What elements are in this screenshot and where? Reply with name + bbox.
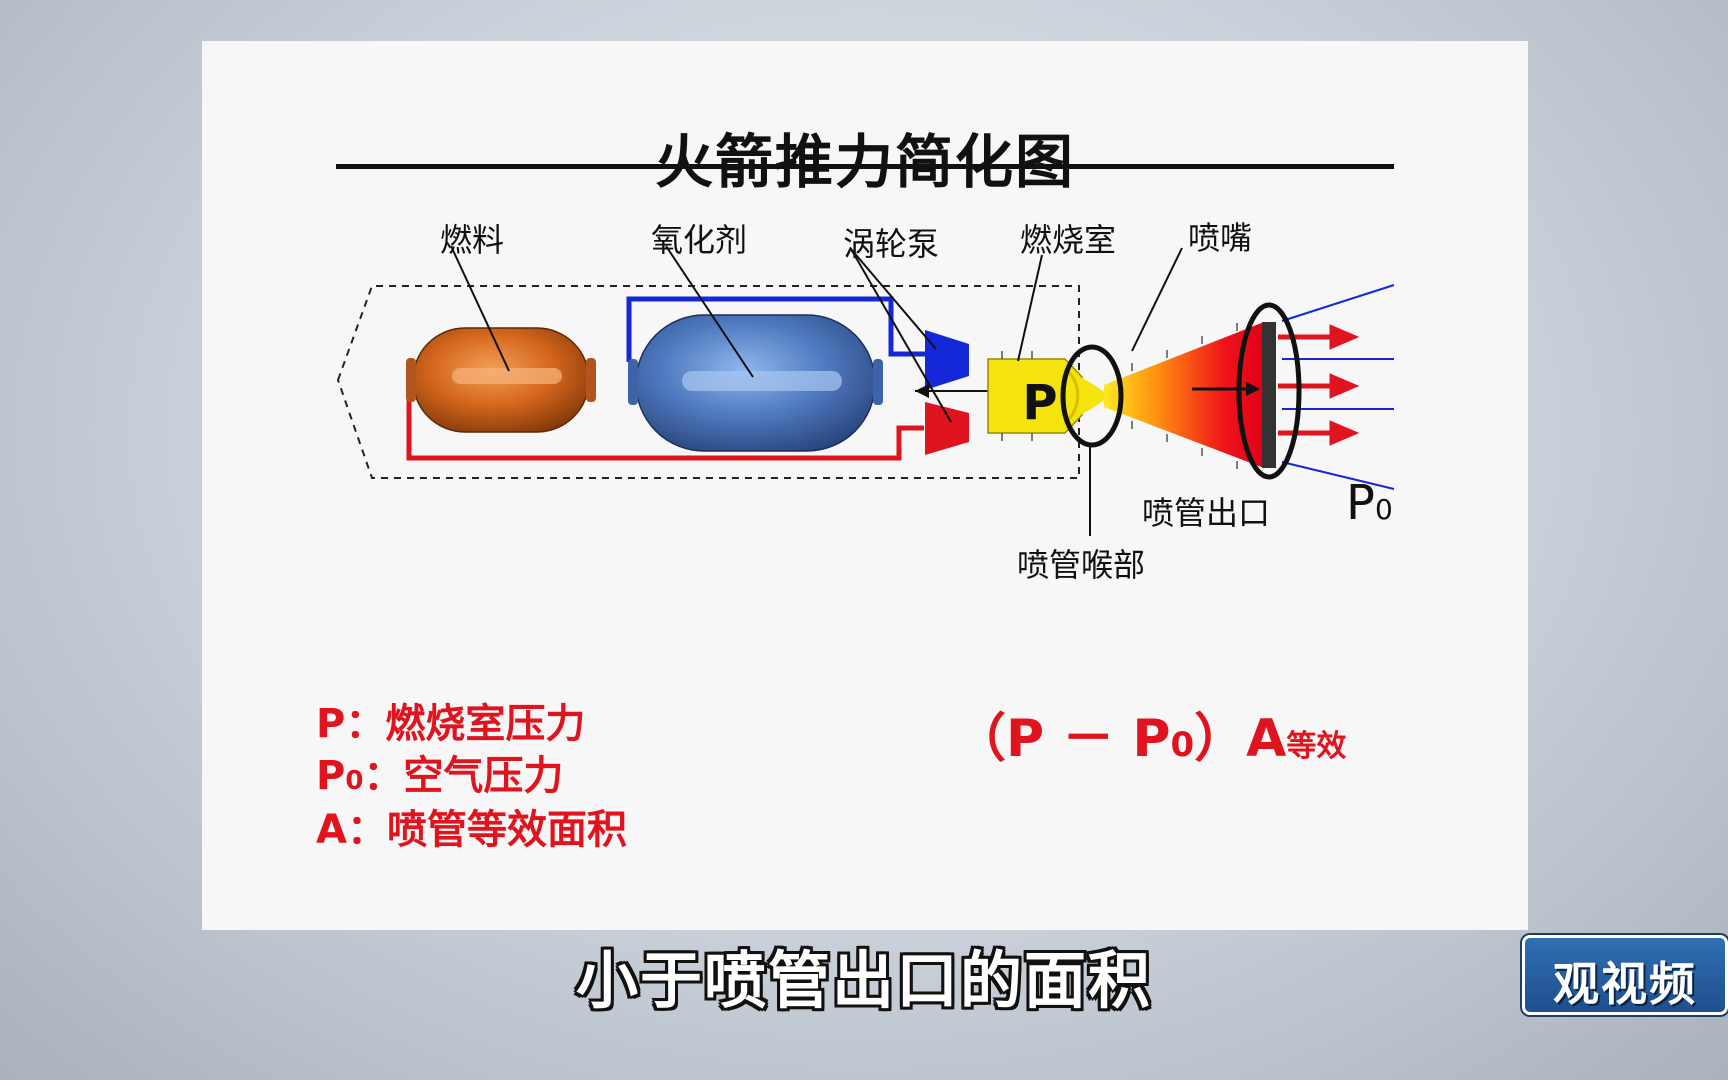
- nozzle-throat-label: 喷管喉部: [1017, 546, 1146, 584]
- nozzle-flame: [1104, 322, 1264, 468]
- channel-logo-text: 观视频: [1553, 957, 1697, 1011]
- nozzle-ticks: [1001, 323, 1238, 469]
- fuel-tank: [406, 327, 596, 433]
- diagram-title: 火箭推力简化图: [654, 128, 1075, 196]
- fuel-label: 燃料: [440, 221, 505, 259]
- ambient-pressure-label: P0: [1346, 475, 1393, 531]
- channel-logo: 观视频: [1522, 935, 1728, 1015]
- nozzle-exit-plate: [1262, 322, 1276, 468]
- oxidizer-tank: [628, 314, 883, 452]
- oxidizer-line: [626, 296, 928, 362]
- leader-lines: [450, 245, 1183, 536]
- nozzle-label: 喷嘴: [1188, 219, 1253, 257]
- legend-row-chamber-pressure: P：燃烧室压力: [316, 701, 586, 747]
- legend-row-ambient-pressure: P0：空气压力: [316, 753, 564, 799]
- oxidizer-label: 氧化剂: [651, 221, 748, 259]
- combustion-chamber: [987, 358, 1083, 434]
- video-subtitle: 小于喷管出口的面积: [575, 944, 1152, 1017]
- fuel-line: [406, 385, 924, 461]
- throat-highlight-circle: [1060, 344, 1124, 448]
- turbopump-blue: [925, 330, 969, 390]
- thrust-formula: （P － P0）A等效: [954, 709, 1347, 769]
- exhaust-arrows: [1278, 324, 1360, 446]
- rocket-diagram: P: [336, 245, 1395, 536]
- turbopump-red: [925, 402, 969, 455]
- slide: 火箭推力简化图: [202, 41, 1528, 930]
- chamber-pressure-symbol: P: [1022, 375, 1057, 431]
- exit-highlight-circle: [1236, 302, 1302, 480]
- combustion-chamber-label: 燃烧室: [1020, 221, 1117, 259]
- nozzle-exit-label: 喷管出口: [1142, 494, 1271, 532]
- nozzle-throat: [1080, 377, 1110, 415]
- legend-row-nozzle-area: A：喷管等效面积: [316, 807, 627, 853]
- title-rule: [336, 164, 1394, 169]
- turbopump-label: 涡轮泵: [843, 225, 940, 263]
